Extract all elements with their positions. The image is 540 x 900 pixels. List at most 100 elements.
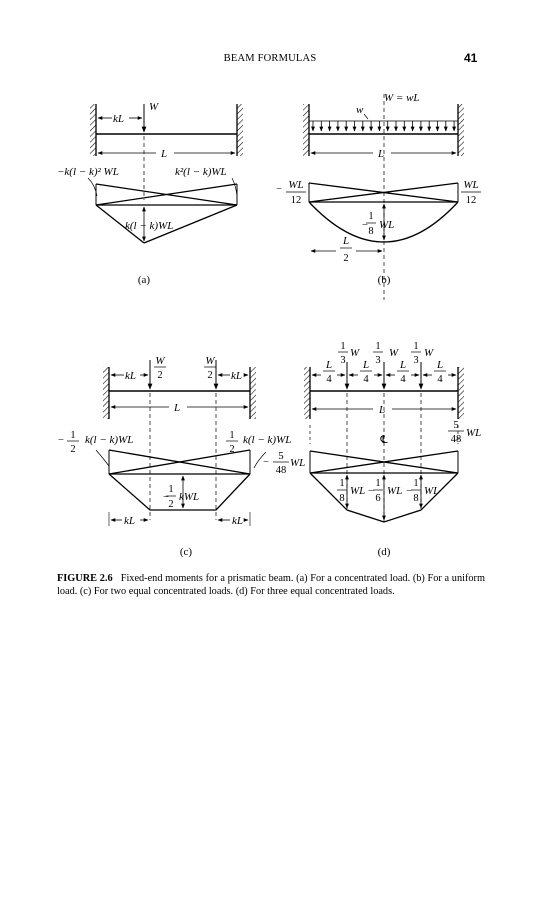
svg-text:kL: kL: [231, 370, 242, 382]
midspan-moment-b: WL: [379, 219, 394, 231]
svg-text:kL: kL: [125, 370, 136, 382]
moment-right-c: k(l − k)WL: [243, 434, 291, 446]
moment-diagram-a: [95, 183, 238, 244]
kl-label-a: kL: [113, 113, 124, 125]
svg-text:1: 1: [70, 430, 75, 441]
svg-text:1: 1: [375, 478, 380, 489]
uniform-load-arrows: [309, 120, 458, 132]
svg-text:−: −: [368, 486, 374, 497]
svg-text:5: 5: [453, 420, 458, 431]
end-moment-right-den-b: 12: [466, 195, 477, 206]
svg-text:8: 8: [413, 493, 418, 504]
svg-text:−: −: [263, 457, 269, 468]
svg-text:L: L: [362, 359, 369, 371]
load-labels-d: 1 3 W 1 3 W 1 3 W: [338, 341, 434, 366]
svg-text:8: 8: [368, 226, 373, 237]
panel-a: W kL L −k(l − k)² WL k²(l − k)WL k(l − k…: [57, 101, 243, 286]
panel-d: 1 3 W 1 3 W 1 3 W L 4 L 4 L 4 L 4: [304, 341, 481, 558]
svg-text:W: W: [350, 347, 360, 359]
load-intensity-b: w: [356, 104, 364, 116]
svg-text:−: −: [362, 220, 368, 231]
svg-text:W: W: [389, 347, 399, 359]
svg-text:6: 6: [375, 493, 380, 504]
panel-b: W = wL w L − WL 12 WL 12 1: [276, 92, 481, 300]
span-label-a: L: [160, 148, 167, 160]
midspan-moment-a: k(l − k)WL: [125, 220, 173, 232]
svg-text:1: 1: [368, 211, 373, 222]
moment-diagram-d: [309, 450, 459, 523]
svg-text:kL: kL: [232, 515, 243, 527]
centerline-symbol: ℄: [379, 434, 387, 446]
svg-text:WL: WL: [350, 485, 365, 497]
svg-text:WL: WL: [424, 485, 439, 497]
end-moment-left-den-b: 12: [291, 195, 302, 206]
svg-text:WL: WL: [290, 457, 305, 469]
svg-text:1: 1: [229, 430, 234, 441]
moment-left-c: k(l − k)WL: [85, 434, 133, 446]
svg-text:kL: kL: [124, 515, 135, 527]
svg-text:1: 1: [413, 341, 418, 352]
svg-text:4: 4: [437, 374, 443, 385]
svg-text:L: L: [325, 359, 332, 371]
moment-right-a: k²(l − k)WL: [175, 166, 227, 178]
svg-text:2: 2: [229, 444, 234, 455]
midspan-moment-c: kWL: [179, 491, 199, 503]
sublabel-d: (d): [378, 546, 391, 558]
svg-text:WL: WL: [387, 485, 402, 497]
svg-text:L: L: [399, 359, 406, 371]
moment-diagram-c: [108, 449, 251, 511]
sublabel-c: (c): [180, 546, 193, 558]
running-header-title: BEAM FORMULAS: [223, 53, 317, 64]
left-wall-hatch: [90, 104, 96, 156]
load-label-a: W: [149, 101, 159, 113]
figure-label: FIGURE 2.6: [57, 573, 113, 584]
svg-text:−: −: [276, 184, 282, 195]
svg-text:1: 1: [375, 341, 380, 352]
end-moment-right-num-b: WL: [463, 179, 478, 191]
svg-text:3: 3: [413, 355, 418, 366]
load-right-c: W: [205, 355, 215, 367]
beam-formulas-figure: W kL L −k(l − k)² WL k²(l − k)WL k(l − k…: [57, 92, 481, 558]
svg-text:2: 2: [343, 253, 348, 264]
moment-diagram-b: [308, 182, 459, 243]
svg-text:L: L: [342, 235, 349, 247]
span-label-d: L: [378, 404, 385, 416]
moment-left-a: −k(l − k)² WL: [57, 166, 119, 178]
svg-text:3: 3: [375, 355, 380, 366]
total-load-b: W = wL: [384, 92, 420, 104]
svg-text:L: L: [436, 359, 443, 371]
page-number: 41: [464, 51, 478, 65]
end-moment-d: WL: [466, 427, 481, 439]
svg-text:2: 2: [168, 499, 173, 510]
panel-c: W 2 W 2 kL kL L − 1 2 k(l − k)WL 1 2 k(l…: [58, 355, 305, 558]
svg-text:1: 1: [168, 484, 173, 495]
svg-text:3: 3: [340, 355, 345, 366]
load-left-c: W: [155, 355, 165, 367]
svg-text:−: −: [406, 486, 412, 497]
svg-text:1: 1: [339, 478, 344, 489]
svg-text:1: 1: [340, 341, 345, 352]
figure-caption-text: Fixed-end moments for a prismatic beam. …: [57, 573, 485, 597]
svg-text:5: 5: [278, 451, 283, 462]
end-moment-left-num-b: WL: [288, 179, 303, 191]
svg-text:−: −: [163, 492, 169, 503]
svg-text:W: W: [424, 347, 434, 359]
svg-text:2: 2: [157, 370, 162, 381]
svg-text:4: 4: [326, 374, 332, 385]
quarter-span-labels-d: L 4 L 4 L 4 L 4: [311, 359, 457, 385]
svg-text:−: −: [58, 435, 64, 446]
svg-text:4: 4: [400, 374, 406, 385]
svg-text:48: 48: [276, 465, 287, 476]
svg-text:8: 8: [339, 493, 344, 504]
svg-text:2: 2: [70, 444, 75, 455]
figure-caption: FIGURE 2.6 Fixed-end moments for a prism…: [57, 573, 485, 598]
svg-text:4: 4: [363, 374, 369, 385]
span-label-c: L: [173, 402, 180, 414]
sublabel-b: (b): [378, 274, 391, 286]
sublabel-a: (a): [138, 274, 151, 286]
span-label-b: L: [377, 148, 384, 160]
right-wall-hatch: [237, 104, 243, 156]
svg-text:1: 1: [413, 478, 418, 489]
svg-text:48: 48: [451, 434, 462, 445]
svg-text:2: 2: [207, 370, 212, 381]
